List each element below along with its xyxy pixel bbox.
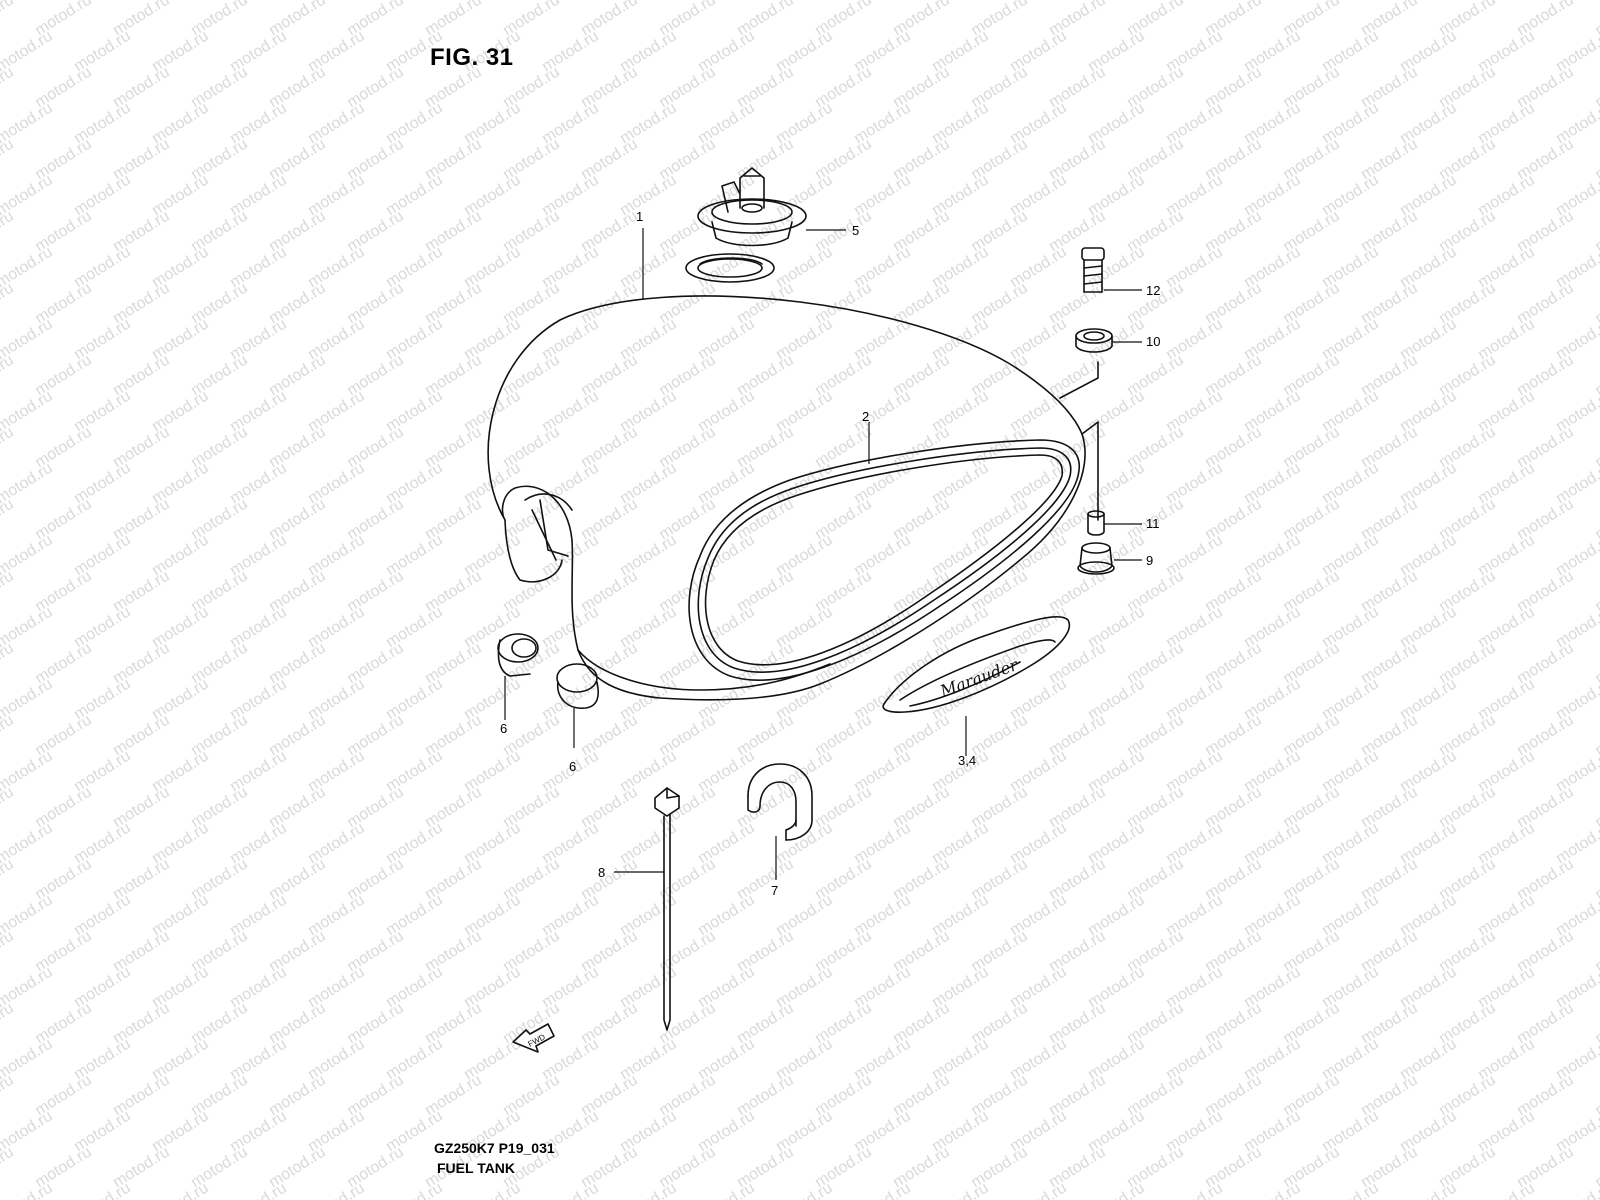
callout-2: 2 <box>862 409 870 424</box>
callout-7: 7 <box>771 883 779 898</box>
callout-10: 10 <box>1146 334 1161 349</box>
grommet <box>1075 328 1113 353</box>
tank-emblem: Marauder <box>882 616 1071 713</box>
fwd-direction-arrow: FWD <box>512 1023 555 1053</box>
fuel-tank <box>487 253 1099 701</box>
c-clip-cushion <box>747 763 813 841</box>
callout-9: 9 <box>1146 553 1154 568</box>
callout-3-4: 3,4 <box>958 753 977 768</box>
callout-6a: 6 <box>500 721 508 736</box>
callout-11: 11 <box>1146 516 1160 531</box>
fuel-cap-with-key <box>697 167 807 247</box>
bolt <box>1081 247 1105 293</box>
figure-title: FIG. 31 <box>430 44 514 71</box>
cable-tie <box>654 787 680 1031</box>
callout-8: 8 <box>598 865 606 880</box>
cushion-a <box>497 633 539 677</box>
callout-6b: 6 <box>569 759 577 774</box>
model-code: GZ250K7 P19_031 <box>434 1140 555 1156</box>
figure-name: FUEL TANK <box>437 1160 516 1176</box>
callout-5: 5 <box>852 223 860 238</box>
leader-lines <box>504 228 1142 880</box>
cushion-b <box>556 663 600 709</box>
callout-12: 12 <box>1146 283 1161 298</box>
spacer-collar <box>1087 510 1105 536</box>
callout-1: 1 <box>636 209 644 224</box>
rear-mount-cushion <box>1077 542 1115 575</box>
